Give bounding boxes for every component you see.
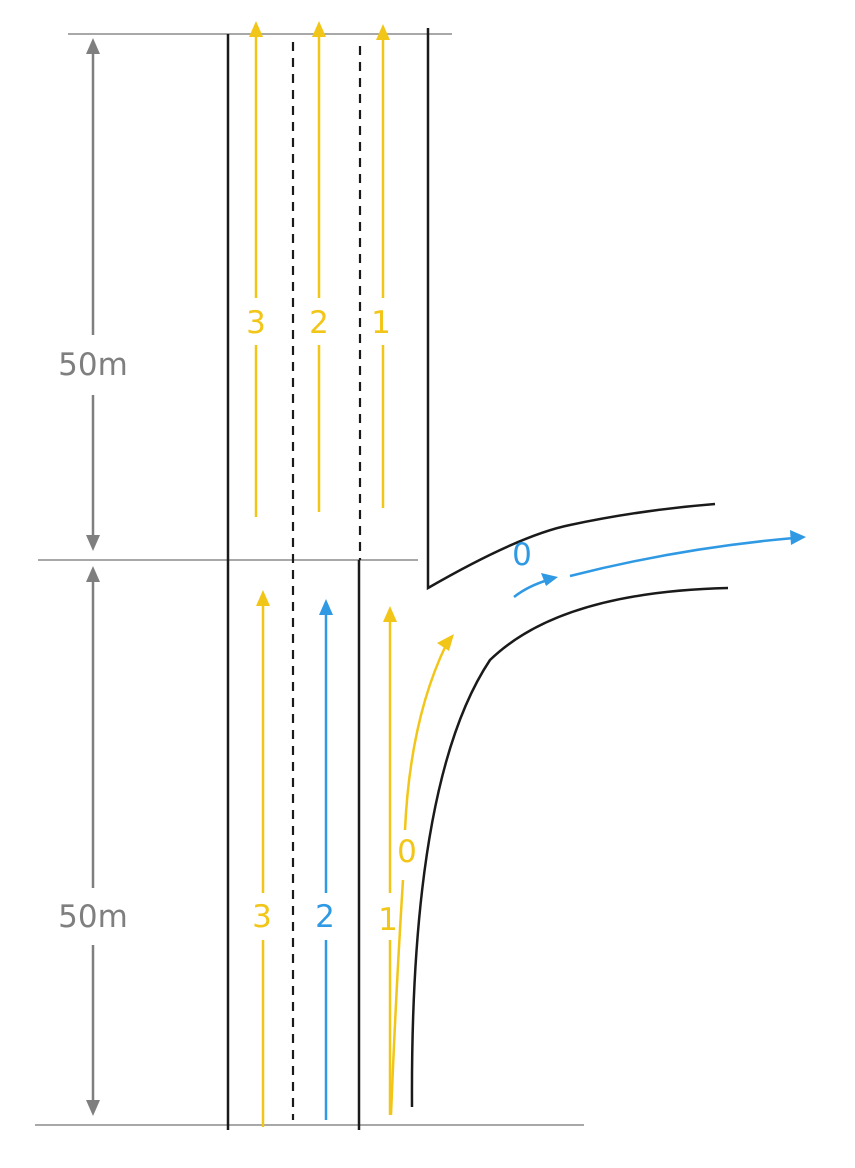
lower-dimension-label: 50m [58, 899, 128, 935]
upper-lane-3-arrow [249, 21, 263, 517]
ramp-lane-0-label: 0 [397, 834, 417, 870]
ramp-outer-edge [410, 586, 729, 1108]
upper-lane-2-arrow [312, 21, 326, 512]
upper-lane-1-arrow [376, 24, 390, 508]
lower-lane-2-label: 2 [315, 899, 335, 935]
exit-lane-0-label: 0 [512, 537, 532, 573]
upper-dimension-label: 50m [58, 347, 128, 383]
ramp-lane-0-arrow [389, 634, 454, 1116]
upper-dimension-arrow [86, 38, 100, 551]
lower-lane-3-label: 3 [252, 899, 272, 935]
lower-lane-2-arrow [319, 599, 333, 1120]
lower-lane-3-arrow [256, 590, 270, 1127]
lower-lane-1-arrow [383, 606, 397, 1115]
upper-lane-3-label: 3 [246, 305, 266, 341]
lower-lane-1-label: 1 [378, 902, 398, 938]
upper-right-road-edge [426, 28, 716, 591]
lower-dimension-arrow [86, 566, 100, 1116]
upper-lane-1-label: 1 [371, 305, 391, 341]
exit-lane-0-arrow [513, 530, 806, 598]
upper-lane-2-label: 2 [309, 305, 329, 341]
